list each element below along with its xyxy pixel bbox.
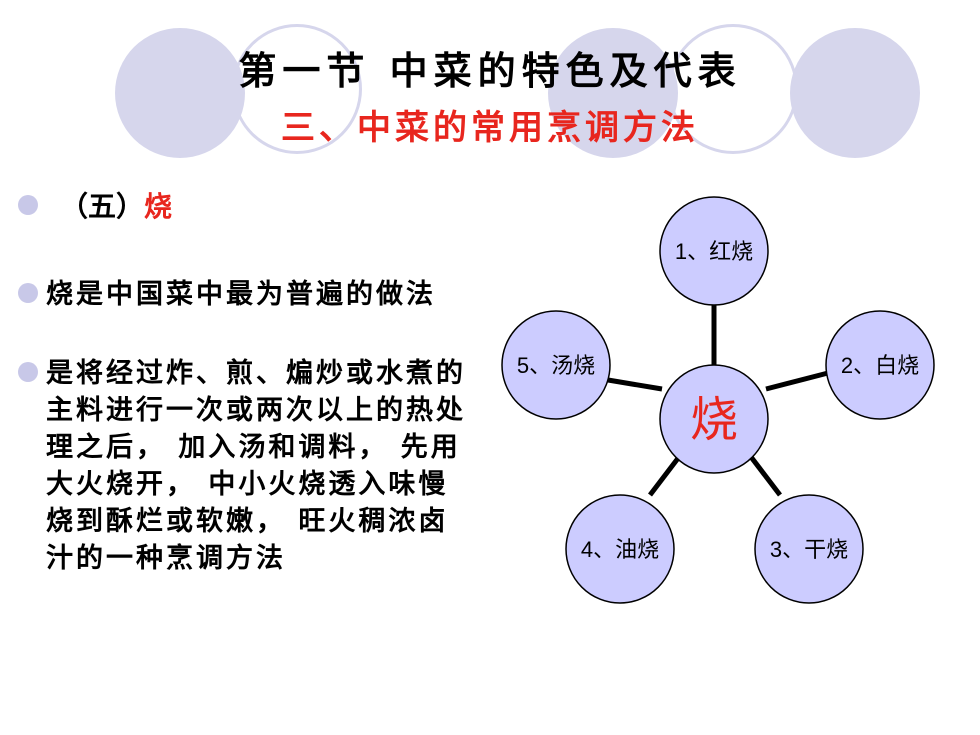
- node-label-3: 3、干烧: [770, 537, 848, 562]
- paragraph-definition: 烧是中国菜中最为普遍的做法: [46, 279, 436, 310]
- cooking-methods-diagram: 1、红烧 2、白烧 3、干烧 4、油烧 5、汤烧 烧: [501, 196, 935, 604]
- decor-circle-ring-left: [232, 24, 362, 154]
- section-heading: （五）烧: [60, 185, 172, 225]
- heading-prefix: （五）: [60, 190, 145, 223]
- center-circle: [659, 364, 769, 474]
- node-label-5: 5、汤烧: [517, 353, 595, 378]
- bullet-icon: [18, 283, 38, 303]
- connector-2: [765, 370, 829, 392]
- bullet-icon: [18, 195, 38, 215]
- decor-circle-left: [115, 28, 245, 158]
- connector-3: [746, 451, 782, 497]
- slide-title: 第一节 中菜的特色及代表: [238, 48, 742, 93]
- node-circle-1: [659, 196, 769, 306]
- node-circle-2: [825, 310, 935, 420]
- decor-circle-mid: [548, 28, 678, 158]
- slide-subtitle: 三、中菜的常用烹调方法: [281, 108, 699, 148]
- decor-circle-right: [790, 28, 920, 158]
- paragraph-description: 是将经过炸、煎、煸炒或水煮的主料进行一次或两次以上的热处理之后， 加入汤和调料，…: [46, 358, 466, 574]
- node-circle-4: [565, 494, 675, 604]
- center-label: 烧: [690, 392, 738, 448]
- connector-4: [648, 451, 684, 497]
- node-label-2: 2、白烧: [841, 353, 919, 378]
- connector-5: [607, 377, 663, 392]
- connector-lines: [607, 305, 829, 497]
- node-circle-3: [754, 494, 864, 604]
- node-label-4: 4、油烧: [581, 537, 659, 562]
- node-label-1: 1、红烧: [675, 239, 753, 264]
- node-circle-5: [501, 310, 611, 420]
- heading-highlight: 烧: [144, 190, 173, 223]
- bullet-icon: [18, 362, 38, 382]
